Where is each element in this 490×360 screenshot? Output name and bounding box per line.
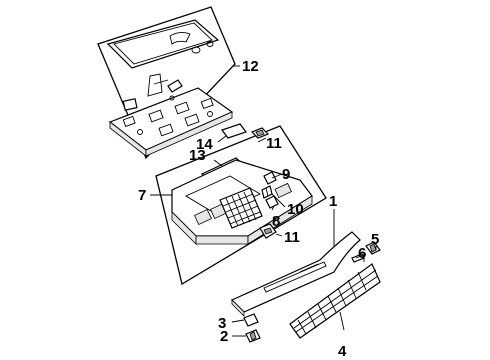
callout-3: 3 [218,315,226,332]
part-4-cargo-net [289,263,381,339]
part-14-cover [221,123,247,139]
part-12-tray [108,87,234,157]
leader-3 [231,319,245,323]
callout-11-upper: 11 [266,135,282,152]
leader-4 [339,311,345,331]
group-7-outline [155,125,327,286]
leader-13 [213,159,223,167]
leader-8 [271,205,275,211]
callout-7: 7 [138,187,146,204]
callout-6: 6 [358,245,366,262]
part-3-clip [243,313,259,327]
part-5-fastener [365,241,381,255]
part-11-clip-upper [250,127,270,139]
part-8-fastener [265,195,279,209]
callout-5: 5 [371,231,379,248]
leader-11-upper [257,137,267,143]
callout-10: 10 [287,201,304,218]
callout-8: 8 [272,213,280,230]
leader-11-lower [275,233,283,237]
callout-9: 9 [282,166,290,183]
part-1-scuff-plate [230,231,361,317]
part-2-clip [245,329,261,343]
part-7-net-grid [219,187,263,229]
callout-12: 12 [242,58,259,75]
callout-4: 4 [338,343,347,360]
part-12-panel [106,19,220,111]
callout-13: 13 [189,147,206,164]
leader-9 [271,173,283,179]
part-9-bracket [263,171,277,185]
callout-1: 1 [329,193,337,210]
callout-11-lower: 11 [284,229,300,246]
callout-2: 2 [220,328,228,345]
callout-14: 14 [196,136,213,153]
leader-14 [217,135,227,143]
part-11-clip-lower [259,223,277,239]
